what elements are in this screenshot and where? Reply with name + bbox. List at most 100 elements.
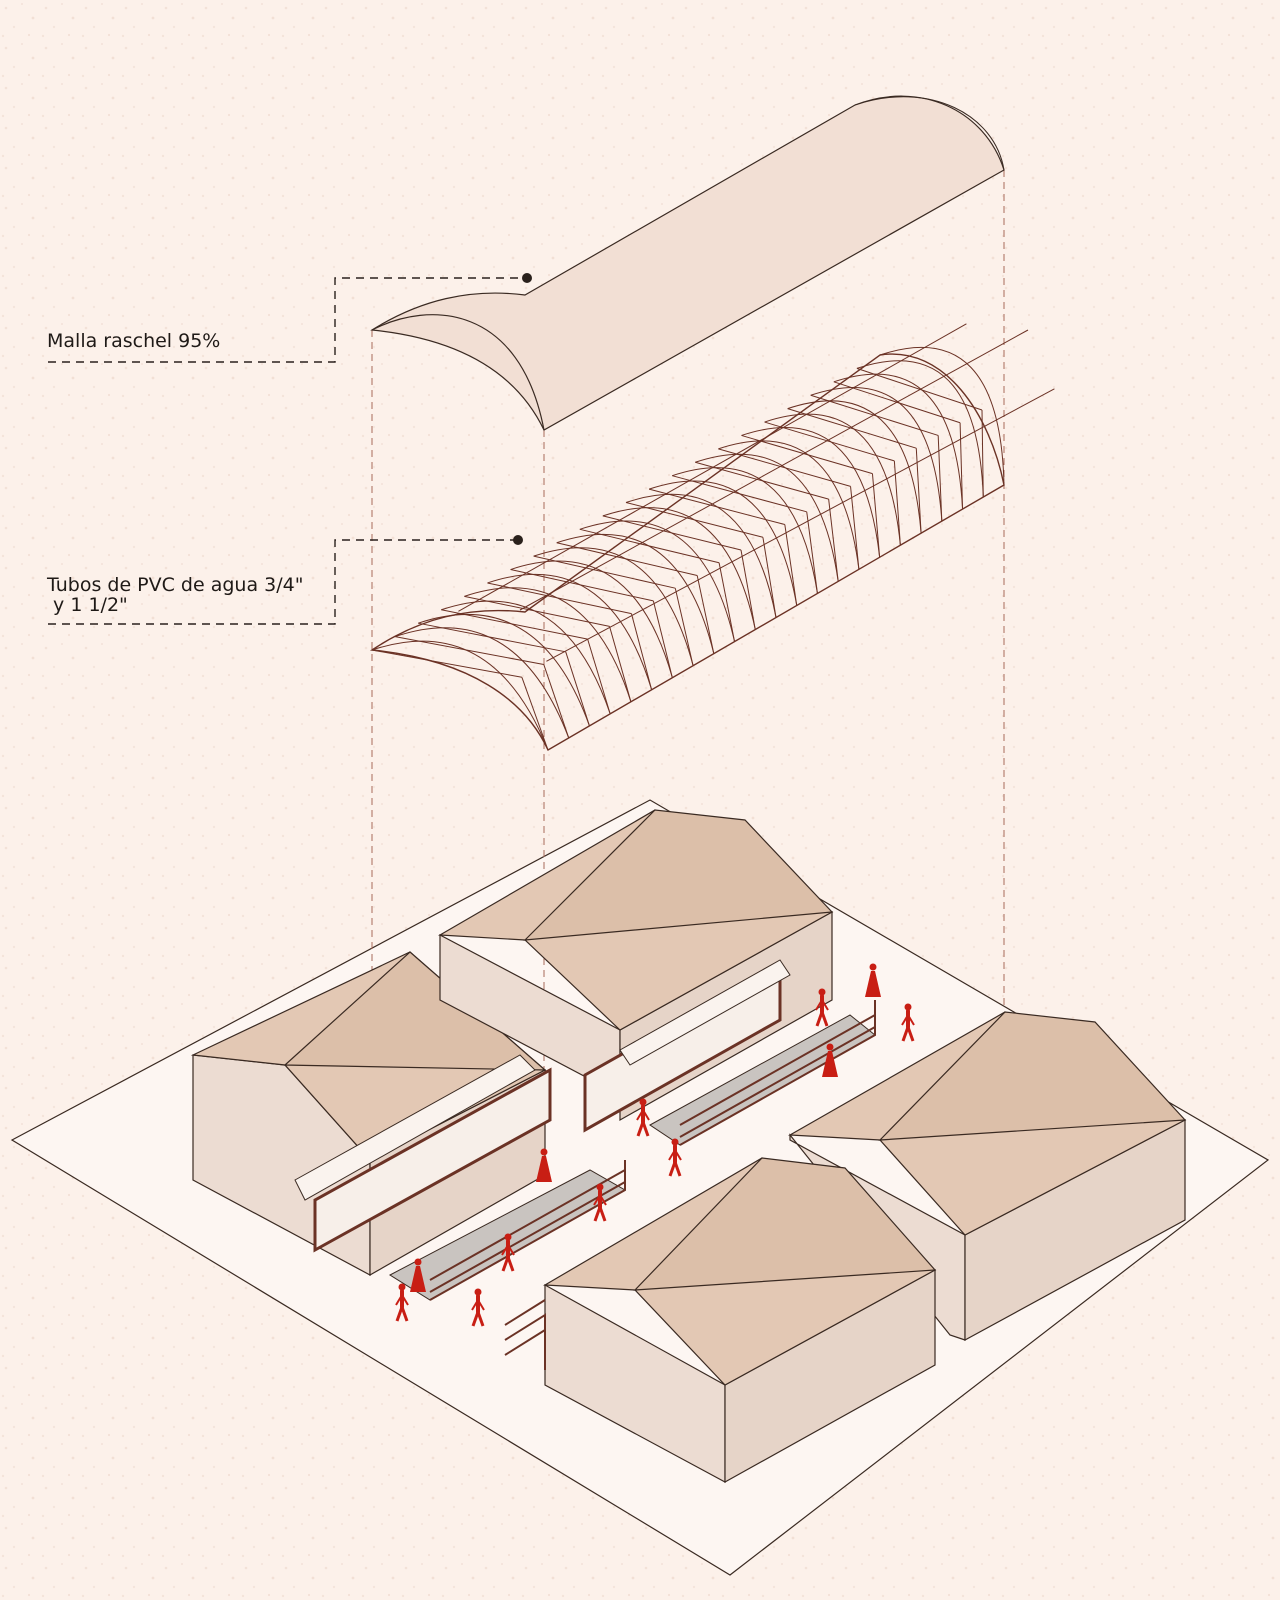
pvc-brace bbox=[828, 499, 839, 582]
pvc-brace bbox=[787, 408, 917, 449]
pvc-rib bbox=[441, 600, 611, 715]
person-figure bbox=[536, 1148, 552, 1182]
pvc-brace bbox=[695, 461, 829, 500]
person-figure bbox=[501, 1233, 515, 1272]
mesh-canopy bbox=[370, 95, 1005, 431]
person-figure bbox=[410, 1258, 426, 1292]
pvc-rib bbox=[741, 427, 881, 558]
pvc-brace bbox=[630, 613, 653, 690]
pvc-purlin bbox=[458, 323, 967, 612]
pvc-brace bbox=[937, 435, 943, 522]
callout-leaders bbox=[48, 277, 527, 625]
building-back-middle-eave-canopy bbox=[619, 959, 791, 1066]
railing-left bbox=[429, 1160, 626, 1301]
pvc-brace bbox=[871, 473, 881, 558]
pvc-brace bbox=[418, 622, 566, 653]
pvc-brace bbox=[696, 575, 715, 654]
pvc-brace bbox=[718, 562, 736, 642]
pvc-brace bbox=[487, 582, 632, 615]
pvc-rib bbox=[810, 386, 943, 522]
building-back-middle bbox=[437, 809, 834, 1133]
pvc-frame-lattice bbox=[371, 323, 1055, 751]
pvc-rib bbox=[856, 360, 984, 498]
pvc-frame bbox=[369, 323, 1055, 751]
person-figure bbox=[636, 1098, 650, 1137]
mesh-leader-line bbox=[48, 277, 527, 363]
mesh-canopy-back-arch bbox=[854, 96, 1005, 171]
person-figure bbox=[593, 1183, 607, 1222]
pvc-brace bbox=[543, 664, 570, 739]
pvc-rib bbox=[394, 627, 570, 739]
pvc-brace bbox=[510, 569, 654, 602]
pvc-rib bbox=[533, 547, 694, 666]
pvc-rib bbox=[787, 400, 922, 534]
building-front bbox=[542, 1157, 937, 1484]
pvc-frame-outline bbox=[369, 353, 1005, 751]
person-figure bbox=[822, 1043, 838, 1077]
pvc-rib bbox=[672, 467, 818, 594]
pvc-brace bbox=[764, 421, 895, 462]
pvc-brace bbox=[740, 549, 756, 630]
pvc-rib bbox=[648, 480, 798, 606]
building-right-roof-far bbox=[878, 1011, 1187, 1141]
callout-pvc-label-line2: y 1 1/2" bbox=[47, 594, 128, 616]
pvc-brace bbox=[565, 651, 590, 727]
person-figure bbox=[865, 963, 881, 997]
pvc-brace bbox=[602, 515, 742, 551]
pvc-rib bbox=[764, 413, 901, 546]
building-back-left-window-band bbox=[313, 1067, 552, 1253]
pvc-rib bbox=[487, 574, 653, 690]
pvc-brace bbox=[672, 475, 807, 513]
pvc-brace bbox=[648, 488, 785, 526]
pvc-rib bbox=[464, 587, 632, 702]
pvc-brace bbox=[850, 486, 860, 570]
building-front-roof-far bbox=[633, 1157, 937, 1291]
pvc-brace bbox=[464, 595, 610, 627]
pvc-brace bbox=[625, 502, 764, 538]
pvc-rib bbox=[371, 640, 549, 751]
pvc-leader-line bbox=[48, 539, 518, 625]
pvc-brace bbox=[556, 542, 698, 576]
building-back-left-eave-canopy bbox=[294, 1054, 536, 1201]
person-figure bbox=[395, 1283, 409, 1322]
railing-small bbox=[504, 1299, 546, 1370]
pvc-leader-dot bbox=[513, 535, 523, 545]
pvc-brace bbox=[762, 537, 777, 618]
pvc-brace bbox=[981, 409, 984, 498]
pvc-rib bbox=[602, 507, 756, 630]
pvc-brace bbox=[533, 555, 676, 589]
mesh-canopy-front-arch bbox=[371, 314, 545, 431]
people-figures bbox=[395, 963, 915, 1327]
pvc-purlin bbox=[546, 388, 1055, 662]
pvc-brace bbox=[609, 626, 632, 702]
pvc-brace bbox=[674, 588, 694, 666]
pvc-brace bbox=[718, 448, 851, 487]
pvc-rib bbox=[510, 560, 673, 678]
pvc-purlin bbox=[519, 329, 1029, 611]
pvc-brace bbox=[652, 600, 673, 678]
person-figure bbox=[668, 1138, 682, 1177]
pvc-brace bbox=[959, 422, 964, 510]
pvc-brace bbox=[394, 636, 544, 666]
mesh-canopy-body bbox=[370, 95, 1005, 431]
pvc-brace bbox=[587, 638, 611, 715]
railing-right bbox=[679, 1000, 876, 1146]
pvc-brace bbox=[579, 528, 720, 564]
pvc-brace bbox=[371, 649, 522, 678]
pvc-brace bbox=[784, 524, 798, 606]
callout-mesh-label: Malla raschel 95% bbox=[47, 330, 221, 352]
buildings-group bbox=[190, 809, 1187, 1484]
building-back-middle-roof-far bbox=[523, 809, 834, 941]
pvc-rib bbox=[695, 453, 839, 582]
person-figure bbox=[815, 988, 829, 1027]
pvc-rib bbox=[879, 346, 1005, 486]
pvc-rib bbox=[718, 440, 860, 570]
pvc-brace bbox=[806, 511, 818, 594]
pvc-brace bbox=[810, 394, 939, 436]
pvc-brace bbox=[856, 367, 983, 411]
pvc-rib bbox=[833, 373, 964, 510]
pvc-brace bbox=[441, 609, 588, 640]
callout-pvc-label-line1: Tubos de PVC de agua 3/4" bbox=[47, 574, 304, 596]
pvc-brace bbox=[741, 434, 873, 475]
